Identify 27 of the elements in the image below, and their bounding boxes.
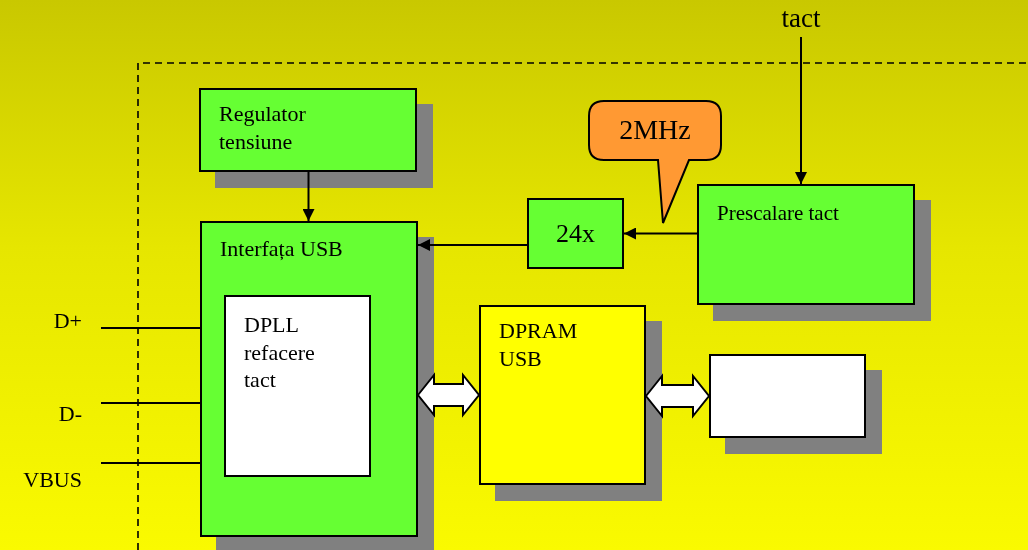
block-arrow [644, 373, 711, 419]
block-box [527, 198, 624, 269]
block-label: DPLL refacere tact [244, 311, 316, 394]
callout-text: 2MHz [618, 114, 692, 146]
empty-box [709, 354, 866, 438]
block-arrow [416, 372, 481, 418]
signal-label: D- [30, 401, 101, 429]
block-box [199, 88, 417, 172]
block-box [224, 295, 371, 477]
signal-label: VBUS [4, 467, 101, 495]
block-label: Regulator tensiune [219, 100, 307, 155]
block-box [697, 184, 915, 305]
signal-label: D+ [30, 308, 101, 336]
block-label: Interfața USB [220, 235, 343, 263]
arrow [302, 171, 315, 222]
signal-line [100, 402, 201, 404]
block-box [479, 305, 646, 485]
block-label: 24x [555, 218, 596, 249]
signal-line [100, 327, 201, 329]
block-label: Prescalare tact [717, 200, 839, 227]
arrow [623, 227, 698, 240]
arrow [417, 239, 528, 251]
signal-label: tact [774, 3, 828, 37]
arrow [795, 36, 807, 185]
block-box [200, 221, 418, 537]
block-label: DPRAM USB [499, 317, 579, 372]
signal-line [100, 462, 201, 464]
